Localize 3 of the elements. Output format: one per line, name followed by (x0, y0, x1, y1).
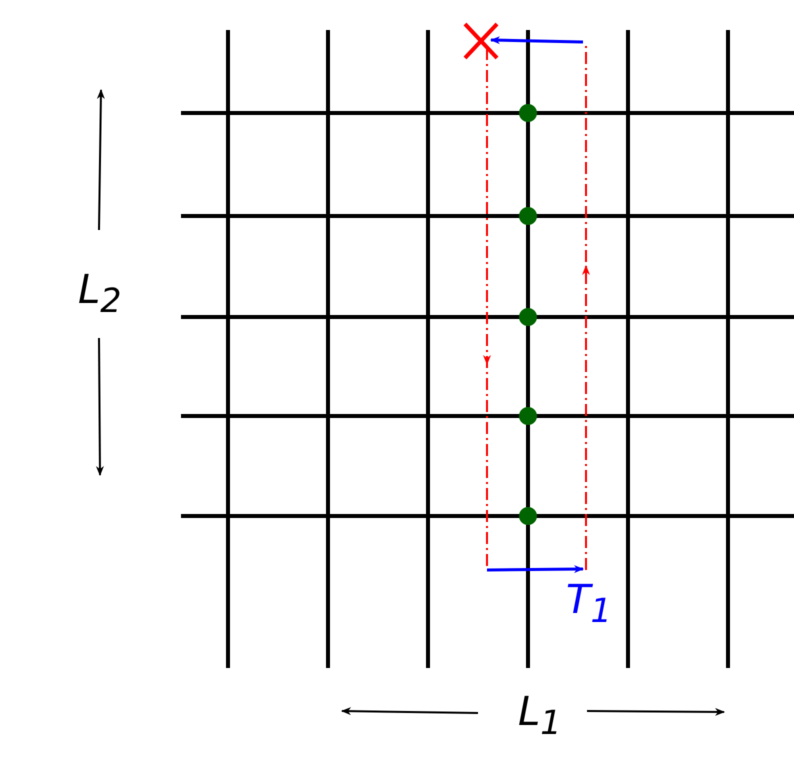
loop-label: T$_{1}$ (566, 580, 612, 628)
axis-label: L$_{1}$ (518, 692, 562, 740)
axis-label: L$_{2}$ (78, 270, 122, 318)
